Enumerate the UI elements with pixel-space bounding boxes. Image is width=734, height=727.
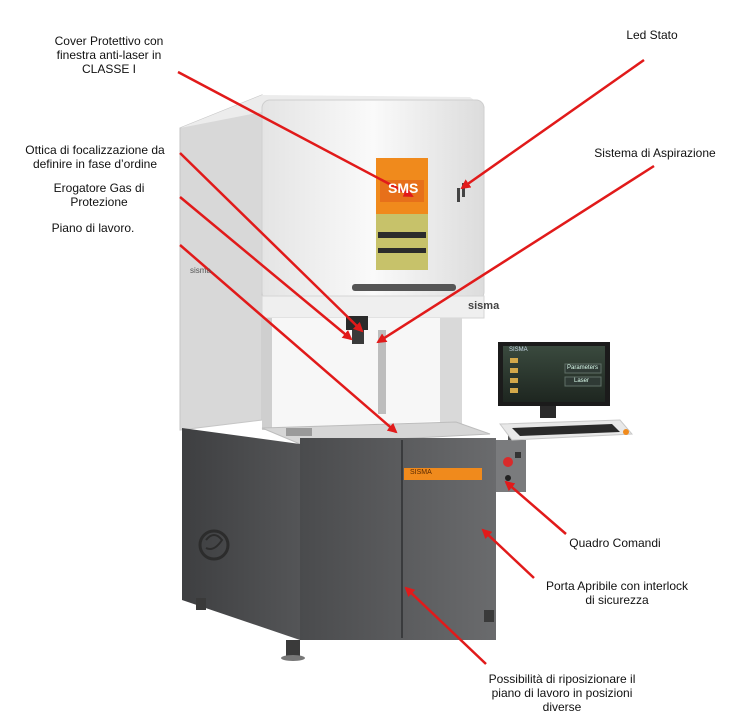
arrow-quadro [504,480,567,535]
arrow-ottica [179,152,364,333]
label-cover: Cover Protettivo con finestra anti-laser… [54,34,164,76]
screen-button-2: Laser [574,378,590,384]
screen-button-1: Parameters [567,365,599,371]
callout-arrows [177,58,655,665]
panel-logo: SMS [388,180,419,196]
arrow-porta [481,528,535,579]
arrow-aspirazione [376,164,655,344]
status-led-icon [457,183,465,202]
arrow-riposizionare [404,586,487,665]
foot [286,640,300,656]
cover-handle [352,284,456,291]
protective-cover [179,94,485,431]
label-ottica: Ottica di focalizzazione da definire in … [25,143,165,171]
side-brand-logo: sisma [190,266,211,275]
label-gas: Erogatore Gas di Protezione [53,181,145,209]
arrow-piano [179,244,398,434]
label-led: Led Stato [626,28,678,42]
work-chamber [261,316,491,445]
label-porta: Porta Apribile con interlock di sicurezz… [545,579,689,607]
front-strip-text: SISMA [410,469,432,476]
base-cabinet [182,428,496,661]
screen-title: SISMA [509,347,528,353]
label-aspirazione: Sistema di Aspirazione [594,146,716,160]
control-monitor [498,342,634,441]
front-accent-strip [404,468,482,480]
arrow-gas [179,196,353,341]
label-riposizionare: Possibilità di riposizionare il piano di… [488,672,636,714]
label-quadro: Quadro Comandi [569,536,661,550]
arrow-led [460,58,645,190]
arrow-cover [177,70,414,198]
brand-logo: sisma [468,300,500,312]
label-piano: Piano di lavoro. [51,221,135,235]
anti-laser-window [376,158,428,270]
